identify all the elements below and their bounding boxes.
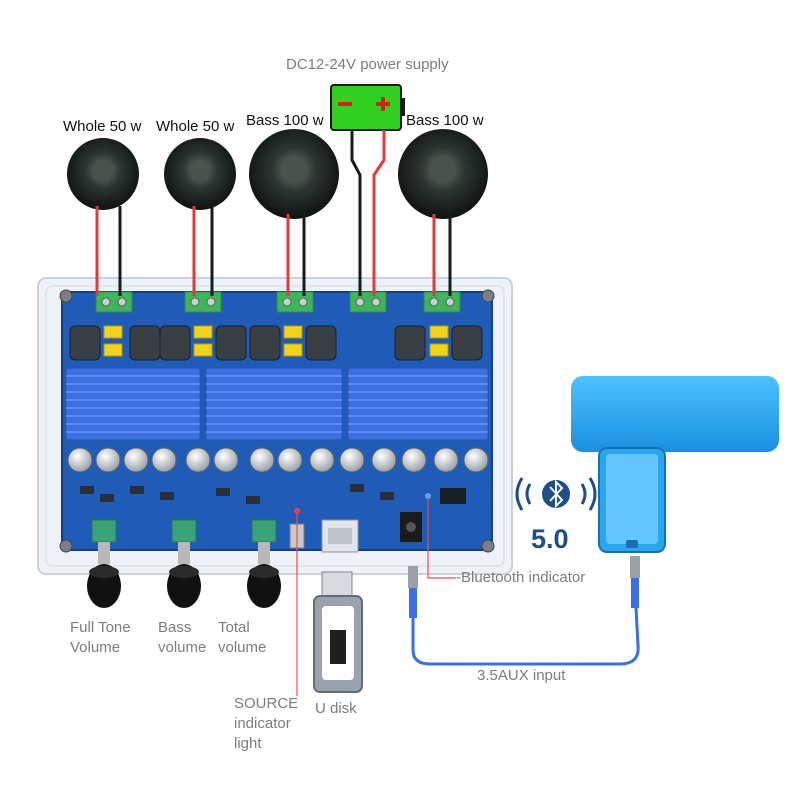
full-tone-volume-knob[interactable] — [87, 542, 121, 608]
film-capacitors — [103, 325, 449, 357]
speaker-3-label: Bass 100 w — [246, 112, 324, 129]
u-disk-label: U disk — [315, 700, 357, 717]
total-line-1: Total — [218, 619, 250, 636]
source-line-1: SOURCE — [234, 695, 299, 712]
phone-icon — [571, 376, 779, 553]
leader-lines — [296, 498, 456, 696]
bass-volume-label: Bass volume — [158, 618, 206, 658]
speaker-terminals — [95, 291, 461, 313]
full-tone-line-2: Volume — [70, 639, 121, 656]
heatsinks — [65, 367, 489, 441]
aux-jack — [400, 512, 422, 542]
speaker-4-label: Bass 100 w — [406, 112, 484, 129]
total-line-2: volume — [218, 639, 267, 656]
terminal-screws — [101, 297, 455, 307]
aux-cable — [408, 556, 640, 666]
source-indicator-label: SOURCE indicator light — [234, 694, 298, 754]
source-line-2: indicator — [234, 715, 291, 732]
speaker-icon — [398, 129, 488, 219]
usb-port — [321, 519, 359, 553]
power-terminal — [349, 291, 387, 313]
usb-drive-icon — [313, 571, 363, 693]
full-tone-volume-label: Full Tone Volume — [70, 618, 131, 658]
speaker-1-label: Whole 50 w — [63, 118, 142, 135]
speaker-icon — [164, 138, 236, 210]
power-wires — [350, 130, 386, 296]
bass-volume-knob[interactable] — [167, 542, 201, 608]
bluetooth-version-label: 5.0 — [531, 524, 569, 554]
full-tone-line-1: Full Tone — [70, 619, 131, 636]
small-components — [80, 484, 466, 504]
inductors — [69, 325, 483, 361]
heatsink-fins — [66, 375, 488, 433]
bass-line-2: volume — [158, 639, 207, 656]
battery-icon — [330, 84, 405, 131]
bluetooth-icon — [515, 477, 597, 511]
mounting-screws — [59, 289, 495, 553]
power-supply-label: DC12-24V power supply — [286, 56, 449, 73]
speaker-icon — [67, 138, 139, 210]
bluetooth-led — [425, 493, 431, 499]
speaker-2-label: Whole 50 w — [156, 118, 235, 135]
total-volume-label: Total volume — [218, 618, 266, 658]
speaker-wires — [95, 206, 452, 296]
total-volume-knob[interactable] — [247, 542, 281, 608]
speaker-icon — [249, 129, 339, 219]
electrolytic-capacitors — [67, 447, 489, 473]
potentiometer-bases — [91, 519, 277, 543]
bass-line-1: Bass — [158, 619, 192, 636]
aux-input-label: 3.5AUX input — [477, 667, 566, 684]
bluetooth-indicator-label: -Bluetooth indicator — [456, 569, 586, 586]
source-line-3: light — [234, 735, 262, 752]
